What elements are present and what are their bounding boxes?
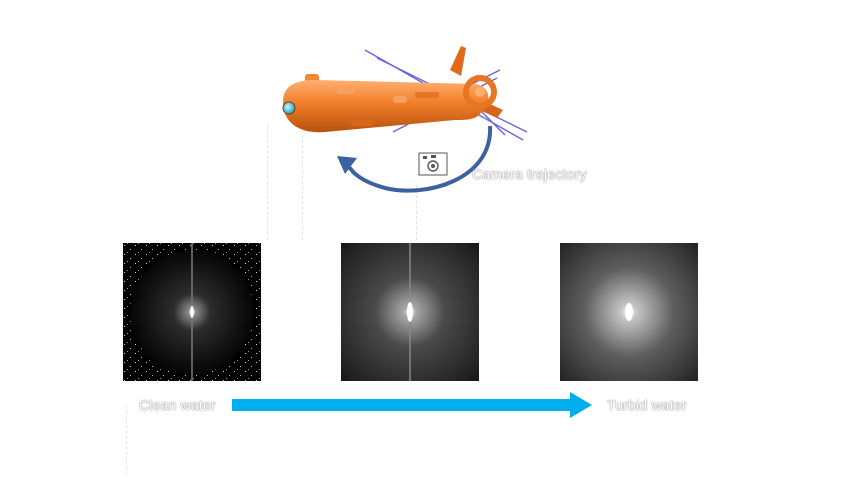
guide-line bbox=[302, 125, 303, 240]
vehicle-hull bbox=[283, 80, 489, 133]
spectrum-clean bbox=[123, 243, 261, 381]
guide-line bbox=[126, 405, 127, 475]
auv-illustration bbox=[282, 46, 528, 193]
guide-line bbox=[416, 185, 417, 240]
camera-trajectory-label: Camera trajectory bbox=[472, 166, 587, 182]
turbidity-arrow bbox=[232, 392, 592, 418]
vehicle-fin-small bbox=[415, 92, 439, 98]
clean-water-label: Clean water bbox=[139, 397, 216, 413]
camera-icon bbox=[418, 152, 448, 176]
dorsal-fin bbox=[450, 46, 466, 76]
propeller-ring bbox=[463, 75, 497, 109]
vehicle-bump bbox=[337, 86, 355, 94]
vehicle-fin-small bbox=[351, 120, 373, 126]
guide-line bbox=[267, 125, 268, 240]
rotation-arrow-icon bbox=[337, 125, 493, 193]
spectrum-turbid bbox=[560, 243, 698, 381]
spectrum-medium bbox=[341, 243, 479, 381]
vehicle-bump bbox=[393, 96, 407, 103]
camera-lens bbox=[282, 101, 296, 115]
turbid-water-label: Turbid water bbox=[607, 397, 687, 413]
